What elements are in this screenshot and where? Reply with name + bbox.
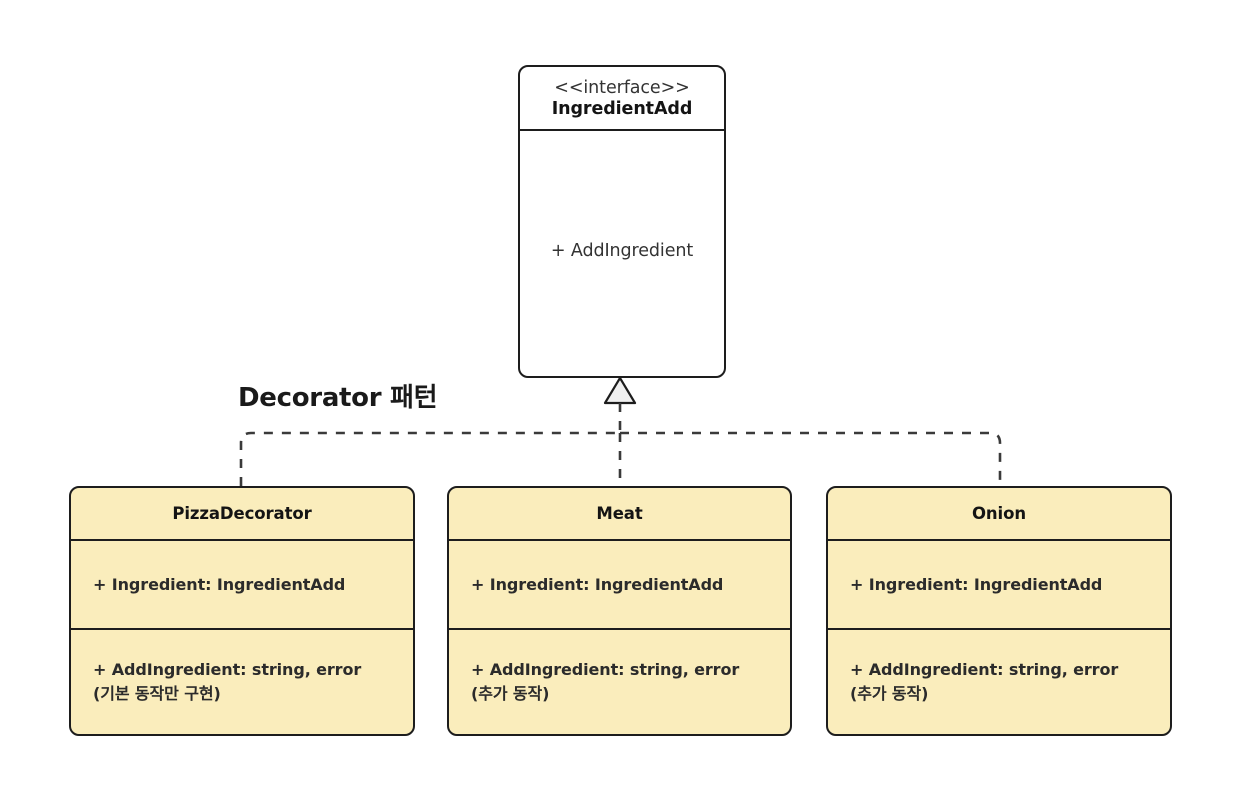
class-method-compartment: + AddIngredient: string, error (추가 동작) — [828, 630, 1170, 733]
connector-bus-right — [620, 431, 1002, 486]
interface-method: + AddIngredient — [550, 241, 694, 262]
connector-bus-left — [239, 431, 620, 486]
class-node-onion[interactable]: Onion + Ingredient: IngredientAdd + AddI… — [826, 486, 1172, 736]
class-name: Onion — [828, 488, 1170, 541]
class-method-compartment: + AddIngredient: string, error (기본 동작만 구… — [71, 630, 413, 733]
interface-method-compartment: + AddIngredient — [520, 131, 724, 372]
class-node-meat[interactable]: Meat + Ingredient: IngredientAdd + AddIn… — [447, 486, 792, 736]
class-method-note: (기본 동작만 구현) — [93, 683, 221, 703]
interface-name: IngredientAdd — [551, 98, 693, 119]
class-method-line: + AddIngredient: string, error — [471, 660, 740, 680]
class-name: Meat — [449, 488, 790, 541]
class-name: PizzaDecorator — [71, 488, 413, 541]
class-attribute-compartment: + Ingredient: IngredientAdd — [828, 541, 1170, 630]
class-attribute-compartment: + Ingredient: IngredientAdd — [449, 541, 790, 630]
diagram-title: Decorator 패턴 — [238, 383, 438, 413]
interface-header: <<interface>> IngredientAdd — [520, 67, 724, 131]
class-method-line: + AddIngredient: string, error — [850, 660, 1119, 680]
class-node-pizzadecorator[interactable]: PizzaDecorator + Ingredient: IngredientA… — [69, 486, 415, 736]
interface-node-ingredientadd[interactable]: <<interface>> IngredientAdd + AddIngredi… — [518, 65, 726, 378]
class-method-compartment: + AddIngredient: string, error (추가 동작) — [449, 630, 790, 733]
class-method-note: (추가 동작) — [471, 683, 550, 703]
class-method-note: (추가 동작) — [850, 683, 929, 703]
interface-stereotype: <<interface>> — [554, 78, 690, 98]
class-method-line: + AddIngredient: string, error — [93, 660, 362, 680]
realization-arrowhead-icon — [603, 376, 637, 405]
class-attribute-compartment: + Ingredient: IngredientAdd — [71, 541, 413, 630]
